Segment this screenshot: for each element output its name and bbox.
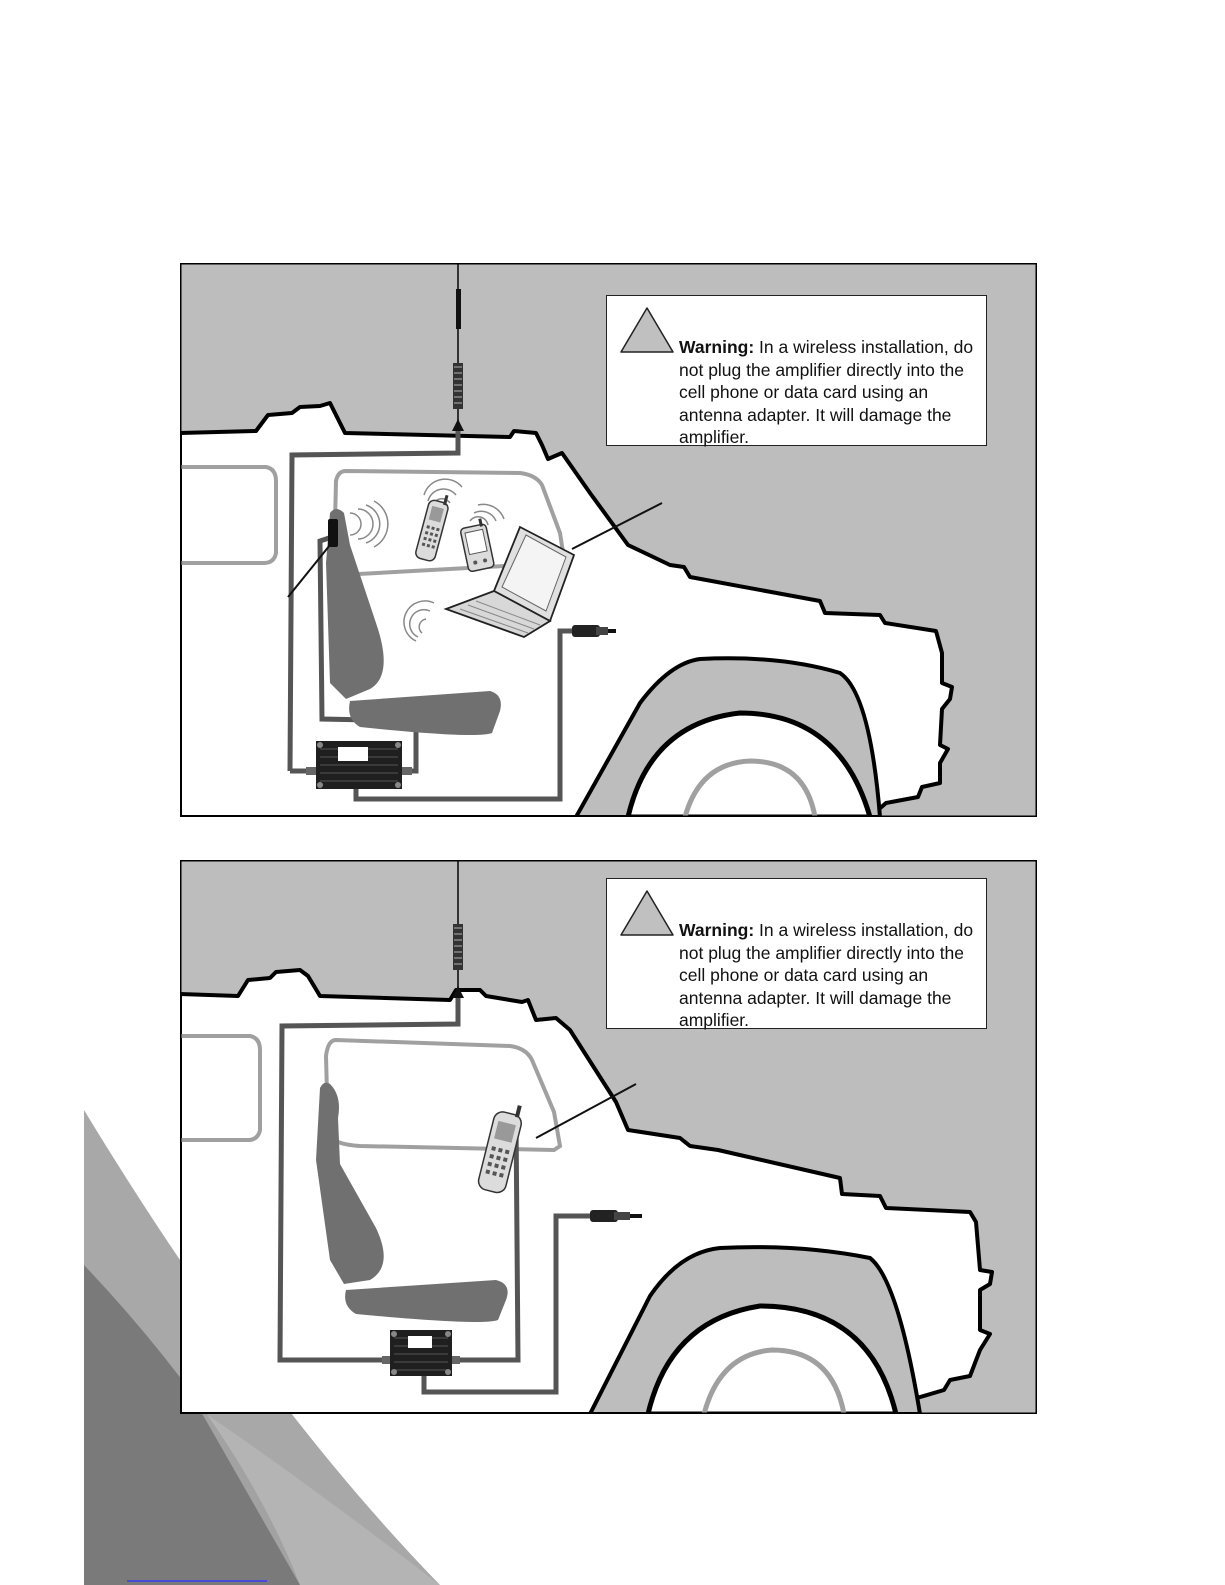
phone-installation-figure: Warning: In a wireless installation, do …	[180, 860, 1037, 1414]
warning-text: Warning: In a wireless installation, do …	[619, 919, 974, 1032]
warning-message: In a wireless installation, do not plug …	[679, 337, 974, 447]
warning-label: Warning:	[679, 337, 755, 357]
warning-label: Warning:	[679, 920, 755, 940]
warning-callout: Warning: In a wireless installation, do …	[606, 295, 987, 449]
warning-triangle-icon	[620, 307, 674, 353]
warning-callout: Warning: In a wireless installation, do …	[606, 878, 987, 1032]
warning-message: In a wireless installation, do not plug …	[679, 920, 974, 1030]
warning-text: Warning: In a wireless installation, do …	[619, 336, 974, 449]
warning-triangle-icon	[620, 890, 674, 936]
wireless-installation-figure: Warning: In a wireless installation, do …	[180, 263, 1037, 817]
footer-link-underline[interactable]	[127, 1580, 267, 1582]
vehicle-illustration	[180, 263, 1037, 817]
